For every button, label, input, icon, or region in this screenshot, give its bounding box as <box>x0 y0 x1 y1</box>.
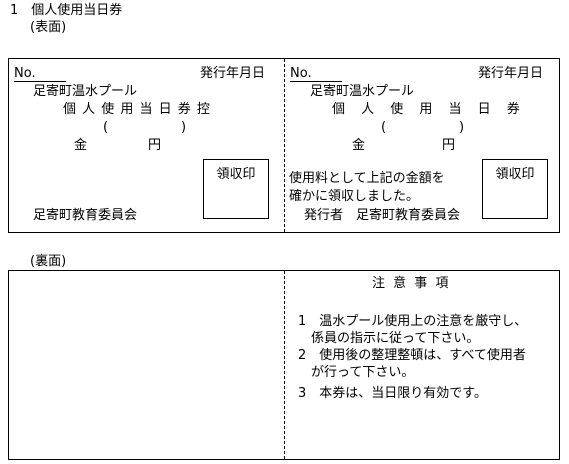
ticket-bracket-close: ) <box>459 120 465 135</box>
notes-title: 注 意 事 項 <box>372 276 451 291</box>
ticket-facility-name: 足寄町温水プール <box>310 84 415 99</box>
stub-bracket-close: ) <box>181 120 187 135</box>
stub-facility-name: 足寄町温水プール <box>33 84 138 99</box>
stub-bracket-open: ( <box>103 120 109 135</box>
back-side-box <box>8 270 560 460</box>
ticket-amount-unit: 円 <box>442 138 456 153</box>
stub-amount-unit: 円 <box>148 138 162 153</box>
stub-stamp-label: 領収印 <box>216 167 256 182</box>
stub-issuer: 足寄町教育委員会 <box>33 208 138 223</box>
notes-item: 2 使用後の整理整頓は、すべて使用者 <box>298 348 526 363</box>
stub-number-line <box>14 81 66 82</box>
stub-title: 個 人 使 用 当 日 券 控 <box>63 102 211 117</box>
back-side-label: (裏面) <box>30 254 67 269</box>
ticket-stamp-box: 領収印 <box>482 159 548 219</box>
notes-item: 係員の指示に従って下さい。 <box>298 331 480 346</box>
ticket-number-line <box>290 81 342 82</box>
section-heading: 1 個人使用当日券 <box>10 3 123 18</box>
stub-number-label: No. <box>14 66 36 81</box>
front-side-label: (表面) <box>30 20 67 35</box>
ticket-receipt-line-1: 使用料として上記の金額を <box>289 171 445 186</box>
notes-item: 1 温水プール使用上の注意を厳守し、 <box>298 314 528 329</box>
ticket-number-label: No. <box>290 66 312 81</box>
notes-item: が行って下さい。 <box>298 365 415 380</box>
ticket-stamp-label: 領収印 <box>495 167 535 182</box>
ticket-bracket-open: ( <box>381 120 387 135</box>
ticket-amount-prefix: 金 <box>352 138 366 153</box>
stub-issue-date-label: 発行年月日 <box>200 66 266 81</box>
ticket-title: 個 人 使 用 当 日 券 <box>332 102 526 117</box>
front-perforation-line <box>284 59 285 232</box>
stub-amount-prefix: 金 <box>74 138 88 153</box>
front-side-box <box>8 58 560 233</box>
notes-item: 3 本券は、当日限り有効です。 <box>298 386 487 401</box>
ticket-receipt-line-2: 確かに領収しました。 <box>289 189 420 204</box>
stub-stamp-box: 領収印 <box>203 159 269 219</box>
ticket-issuer: 発行者 足寄町教育委員会 <box>304 208 461 223</box>
ticket-issue-date-label: 発行年月日 <box>478 66 544 81</box>
back-perforation-line <box>284 271 285 459</box>
